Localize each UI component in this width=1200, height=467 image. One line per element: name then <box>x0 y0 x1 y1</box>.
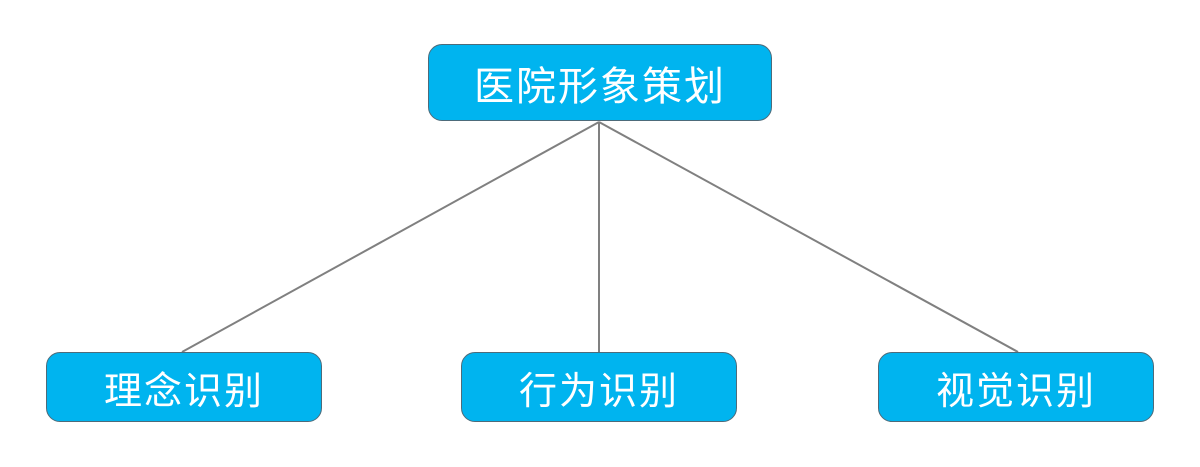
child-node-behavior-identity: 行为识别 <box>461 352 737 422</box>
root-node-hospital-image-planning: 医院形象策划 <box>428 44 772 121</box>
connector-root-to-child-2 <box>598 121 1019 353</box>
root-node-label: 医院形象策划 <box>474 63 726 110</box>
child-node-visual-identity: 视觉识别 <box>878 352 1154 422</box>
connector-root-to-child-0 <box>181 121 600 353</box>
child-node-label: 行为识别 <box>518 368 679 413</box>
child-node-label: 视觉识别 <box>935 368 1096 413</box>
child-node-concept-identity: 理念识别 <box>46 352 322 422</box>
child-node-label: 理念识别 <box>103 368 264 413</box>
